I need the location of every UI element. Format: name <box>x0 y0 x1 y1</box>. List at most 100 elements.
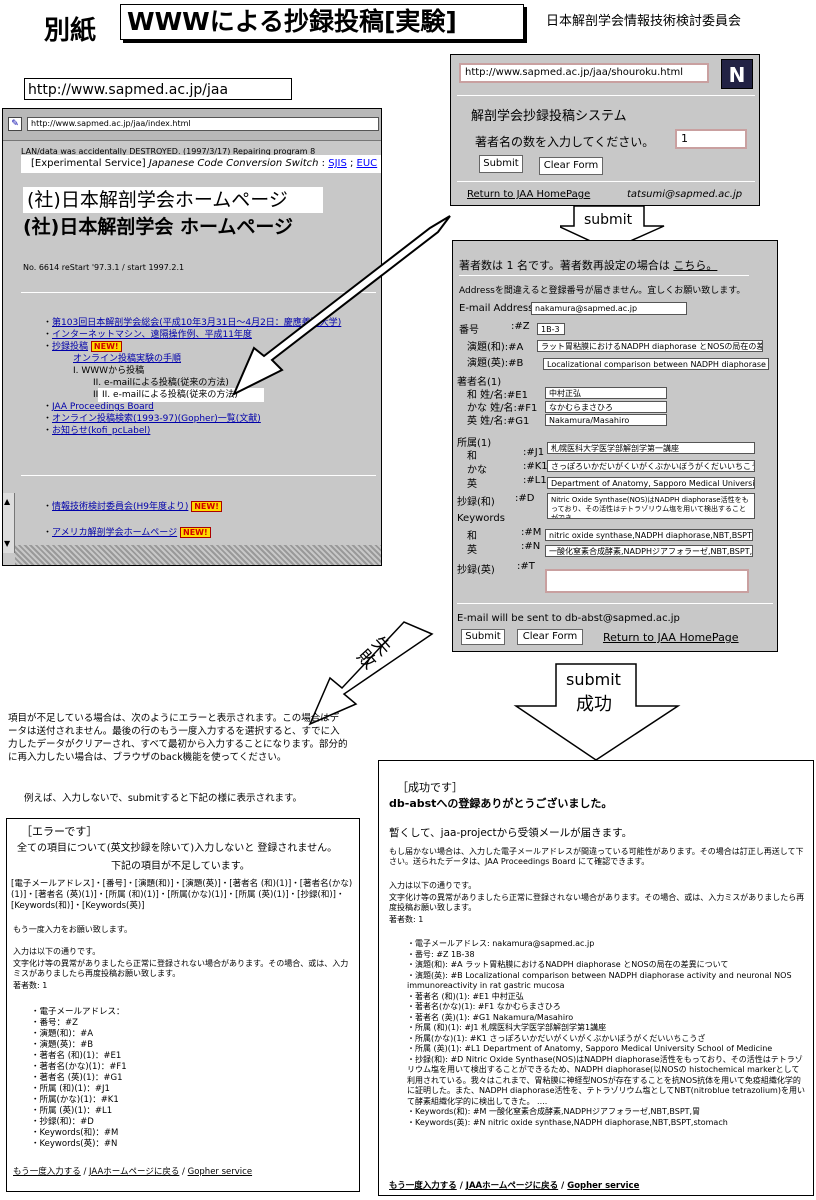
form2-return-link[interactable]: Return to JAA HomePage <box>603 631 739 644</box>
title-en-field[interactable]: Localizational comparison between NADPH … <box>543 358 769 370</box>
scroll-up-icon[interactable]: ▲ <box>4 497 11 506</box>
callout-method2: II. e-mailによる投稿(従来の方法) <box>98 388 264 402</box>
author-header: 著者名(1) <box>457 377 502 388</box>
home-url-label: http://www.sapmed.ac.jp/jaa <box>24 78 292 100</box>
error-missing: [電子メールアドレス]・[番号]・[演題(和)]・[演題(英)]・[著者名 (和… <box>11 879 353 911</box>
list-item: ・演題(和)：#A <box>31 1029 94 1039</box>
form2-submit-button[interactable]: Submit <box>461 629 505 645</box>
list-item: ・電子メールアドレス： <box>31 1007 125 1017</box>
list-item: ・電子メールアドレス: nakamura@sapmed.ac.jp <box>407 939 595 948</box>
error-title: ［エラーです］ <box>21 825 98 838</box>
success-count: 著者数: 1 <box>389 915 424 924</box>
form1-url-field[interactable]: http://www.sapmed.ac.jp/jaa/shouroku.htm… <box>459 63 709 83</box>
link-method2[interactable]: II. e-mailによる投稿(従来の方法) <box>93 378 229 388</box>
reset-authors-link[interactable]: こちら。 <box>673 259 718 272</box>
arrow-to-form <box>231 215 451 397</box>
list-item: ・Keywords(英)：#N <box>31 1139 118 1149</box>
form1-email: tatsumi@sapmed.ac.jp <box>627 189 743 200</box>
affil-jp-field[interactable]: 札幌医科大学医学部解剖学第一講座 <box>547 442 755 454</box>
success-items-list: ・電子メールアドレス: nakamura@sapmed.ac.jp ・番号: #… <box>407 939 807 1128</box>
link-america[interactable]: ・アメリカ解剖学会ホームページ NEW! <box>43 525 211 538</box>
list-item: ・Keywords(和): #M 一酸化窒素合成酵素,NADPHジアフォラーゼ,… <box>407 1107 701 1116</box>
error-note: 文字化け等の異常がありましたら正常に登録されない場合があります。その場合、或は、… <box>13 959 349 978</box>
link-online[interactable]: オンライン投稿実験の手順 <box>73 354 182 364</box>
form1-window: http://www.sapmed.ac.jp/jaa/shouroku.htm… <box>450 54 760 206</box>
link-method1[interactable]: I. WWWから投稿 <box>73 366 145 376</box>
code-switch-banner: [Experimental Service] Japanese Code Con… <box>21 155 381 173</box>
list-item: ・著者名 (英)(1)：#G1 <box>31 1073 123 1083</box>
form2-clear-button[interactable]: Clear Form <box>517 629 583 645</box>
scrollbar[interactable] <box>3 493 15 553</box>
title-jp-label: 演題(和):#A <box>467 342 524 353</box>
form1-clear-button[interactable]: Clear Form <box>539 157 603 175</box>
number-code: :#Z <box>511 321 530 332</box>
list-item: ・抄録(和): #D Nitric Oxide Synthase(NOS)はNA… <box>407 1054 805 1106</box>
arrow-submit-down <box>560 205 665 251</box>
author-count-input[interactable]: 1 <box>675 129 747 149</box>
divider <box>21 292 376 293</box>
affil-en-field[interactable]: Department of Anatomy, Sapporo Medical U… <box>547 477 755 489</box>
affil-kana-label: かな <box>467 465 487 476</box>
link-internet[interactable]: ・インターネットマシン、遠隔操作例、平成11年度 <box>43 330 252 340</box>
link-notice[interactable]: ・お知らせ(kofi_pcLabel) <box>43 426 151 436</box>
netscape-logo[interactable]: N <box>721 59 753 89</box>
sent-to-line: E-mail will be sent to db-abst@sapmed.ac… <box>457 613 680 624</box>
list-item: ・所属(かな)(1): #K1 さっぽろいかだいがくいがくぶかいぼうがくだいいち… <box>407 1033 706 1043</box>
arrow-success <box>513 663 681 761</box>
author-en-label: 英 姓/名:#G1 <box>467 416 530 427</box>
link-abstract[interactable]: ・抄録投稿 NEW! <box>43 341 378 353</box>
number-field[interactable]: 1B-3 <box>537 323 565 335</box>
euc-link[interactable]: EUC <box>356 158 378 169</box>
link-gopher[interactable]: ・オンライン投稿検索(1993-97)(Gopher)一覧(文献) <box>43 414 261 424</box>
link-meeting[interactable]: ・第103回日本解剖学会総会(平成10年3月31日〜4月2日：慶應義塾大学) <box>43 318 342 328</box>
form1-submit-button[interactable]: Submit <box>479 155 523 173</box>
affil-jp-code: :#J1 <box>523 447 545 458</box>
bookmark-icon[interactable]: ✎ <box>8 117 22 131</box>
abs-jp-textarea[interactable]: Nitric Oxide Synthase(NOS)はNADPH diaphor… <box>547 493 755 519</box>
email-field[interactable]: nakamura@sapmed.ac.jp <box>531 302 687 315</box>
success-note2: 文字化け等の異常がありましたら正常に登録されない場合があります。その場合、或は、… <box>389 893 805 912</box>
retry-link[interactable]: もう一度入力する <box>13 1167 81 1177</box>
error-input-header: 入力は以下の通りです。 <box>13 947 101 956</box>
author-kana-field[interactable]: なかむらまさひろ <box>545 401 667 413</box>
retry-link[interactable]: もう一度入力する <box>389 1181 457 1191</box>
home-toolbar: ✎ http://www.sapmed.ac.jp/jaa/index.html <box>3 109 381 141</box>
link-committee[interactable]: ・情報技術検討委員会(H9年度より) NEW! <box>43 499 222 512</box>
list-item: ・著者名(かな)(1)：#F1 <box>31 1062 127 1072</box>
kw-en-label: 英 <box>467 545 477 556</box>
gopher-link[interactable]: Gopher service <box>567 1181 640 1191</box>
affil-kana-field[interactable]: さっぽろいかだいがくいがくぶかいぼうがくだいいちこうざ <box>547 460 755 472</box>
list-item: ・演題(和): #A ラット胃粘膜におけるNADPH diaphorase とN… <box>407 960 729 969</box>
abs-en-textarea[interactable] <box>545 569 749 593</box>
home-link[interactable]: JAAホームページに戻る <box>89 1167 180 1177</box>
arrow-submit-label: submit <box>584 212 633 228</box>
kw-en-field[interactable]: 一酸化窒素合成酵素,NADPHジアフォラーゼ,NBT,BSPT,胃 <box>545 545 753 557</box>
home-address-field[interactable]: http://www.sapmed.ac.jp/jaa/index.html <box>27 117 379 131</box>
title-jp-field[interactable]: ラット胃粘膜におけるNADPH diaphorase とNOSの局在の差異につい… <box>537 340 763 352</box>
affil-jp-label: 和 <box>467 451 477 462</box>
kw-jp-field[interactable]: nitric oxide synthase,NADPH diaphorase,N… <box>545 529 753 541</box>
arrow-failure <box>308 621 434 726</box>
new-badge: NEW! <box>180 527 211 538</box>
divider <box>457 603 773 604</box>
form1-return-link[interactable]: Return to JAA HomePage <box>467 189 591 200</box>
appendix-label: 別紙 <box>44 16 97 46</box>
author-en-field[interactable]: Nakamura/Masahiro <box>545 414 667 426</box>
home-link[interactable]: JAAホームページに戻る <box>465 1181 559 1191</box>
sjis-link[interactable]: SJIS <box>328 158 347 169</box>
page-title: WWWによる抄録投稿[実験] <box>120 4 524 40</box>
abs-en-code: :#T <box>517 561 535 572</box>
list-item: ・所属 (英)(1): #L1 Department of Anatomy, S… <box>407 1044 773 1053</box>
success-title: ［成功です］ <box>397 781 463 794</box>
status-bar <box>15 545 381 565</box>
gopher-link[interactable]: Gopher service <box>187 1167 253 1177</box>
affil-en-label: 英 <box>467 479 477 490</box>
list-item: ・著者名 (和)(1)：#E1 <box>31 1051 122 1061</box>
success-input-header: 入力は以下の通りです。 <box>389 881 477 890</box>
scroll-down-icon[interactable]: ▼ <box>4 539 11 548</box>
link-proceedings[interactable]: ・JAA Proceedings Board <box>43 402 154 412</box>
author-jp-field[interactable]: 中村正弘 <box>545 387 667 399</box>
title-en-label: 演題(英):#B <box>467 358 524 369</box>
abs-en-label: 抄録(英) <box>457 565 495 576</box>
list-item: ・所属 (和)(1): #J1 札幌医科大学医学部解剖学第1講座 <box>407 1023 607 1032</box>
